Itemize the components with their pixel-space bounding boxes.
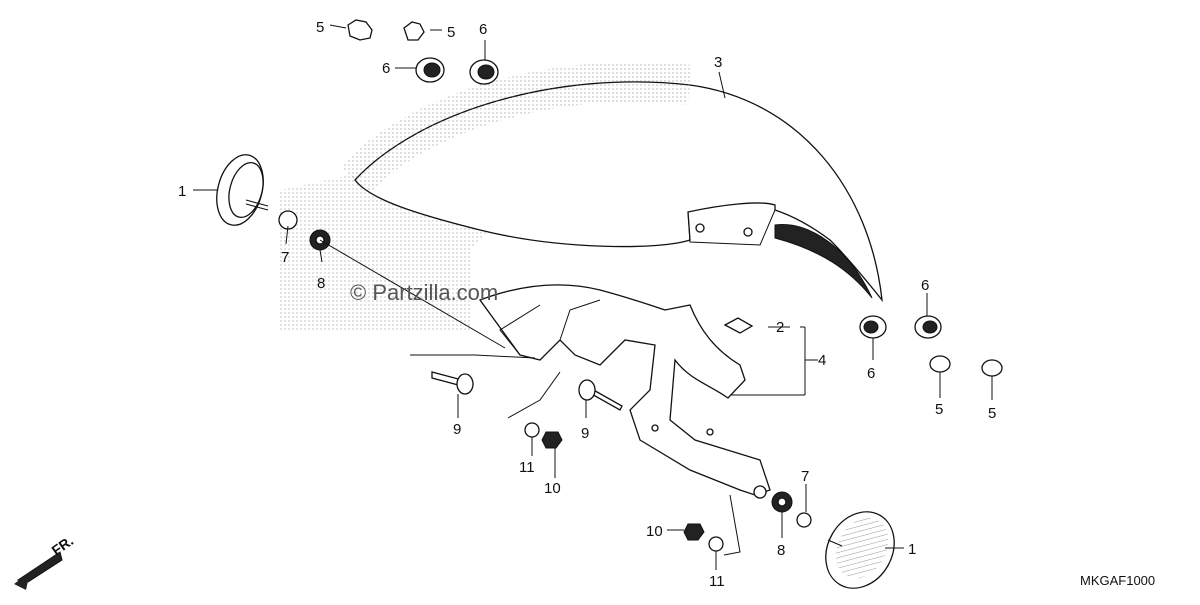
callout-10-left: 10 [544,480,561,497]
callout-1-left: 1 [178,183,186,200]
reflector-left [216,154,269,226]
callout-6-right-b: 6 [921,277,929,294]
callout-8-right: 8 [777,542,785,559]
hardware [278,19,1003,552]
fender-bracket [478,284,771,499]
fr-label: FR. [49,532,77,558]
callout-5-right-b: 5 [988,405,996,422]
callout-3: 3 [714,54,722,71]
leader-lines [193,24,993,570]
diagram-code: MKGAF1000 [1080,573,1155,588]
front-direction-indicator: FR. [14,532,76,590]
callout-5-right-a: 5 [935,401,943,418]
callout-9-right: 9 [581,425,589,442]
callout-7-left: 7 [281,249,289,266]
callout-9-left: 9 [453,421,461,438]
callout-11-left: 11 [519,459,535,476]
callout-6-top-left: 6 [382,60,390,77]
callout-6-top-right: 6 [479,21,487,38]
reflector-right [825,511,895,589]
callout-labels: 1 1 2 3 4 5 5 5 5 6 6 6 6 7 7 8 8 9 9 10… [178,19,996,590]
callout-6-right-a: 6 [867,365,875,382]
callout-1-right: 1 [908,541,916,558]
callout-4: 4 [818,352,826,369]
callout-11-bottom: 11 [709,573,725,590]
callout-5-top-left: 5 [316,19,324,36]
callout-8-left: 8 [317,275,325,292]
front-fender [340,61,883,303]
callout-7-right: 7 [801,468,809,485]
callout-5-top-right: 5 [447,24,455,41]
callout-2: 2 [776,319,784,336]
watermark: © Partzilla.com [350,280,498,305]
pad-part-2 [723,317,754,334]
callout-10-bottom: 10 [646,523,663,540]
